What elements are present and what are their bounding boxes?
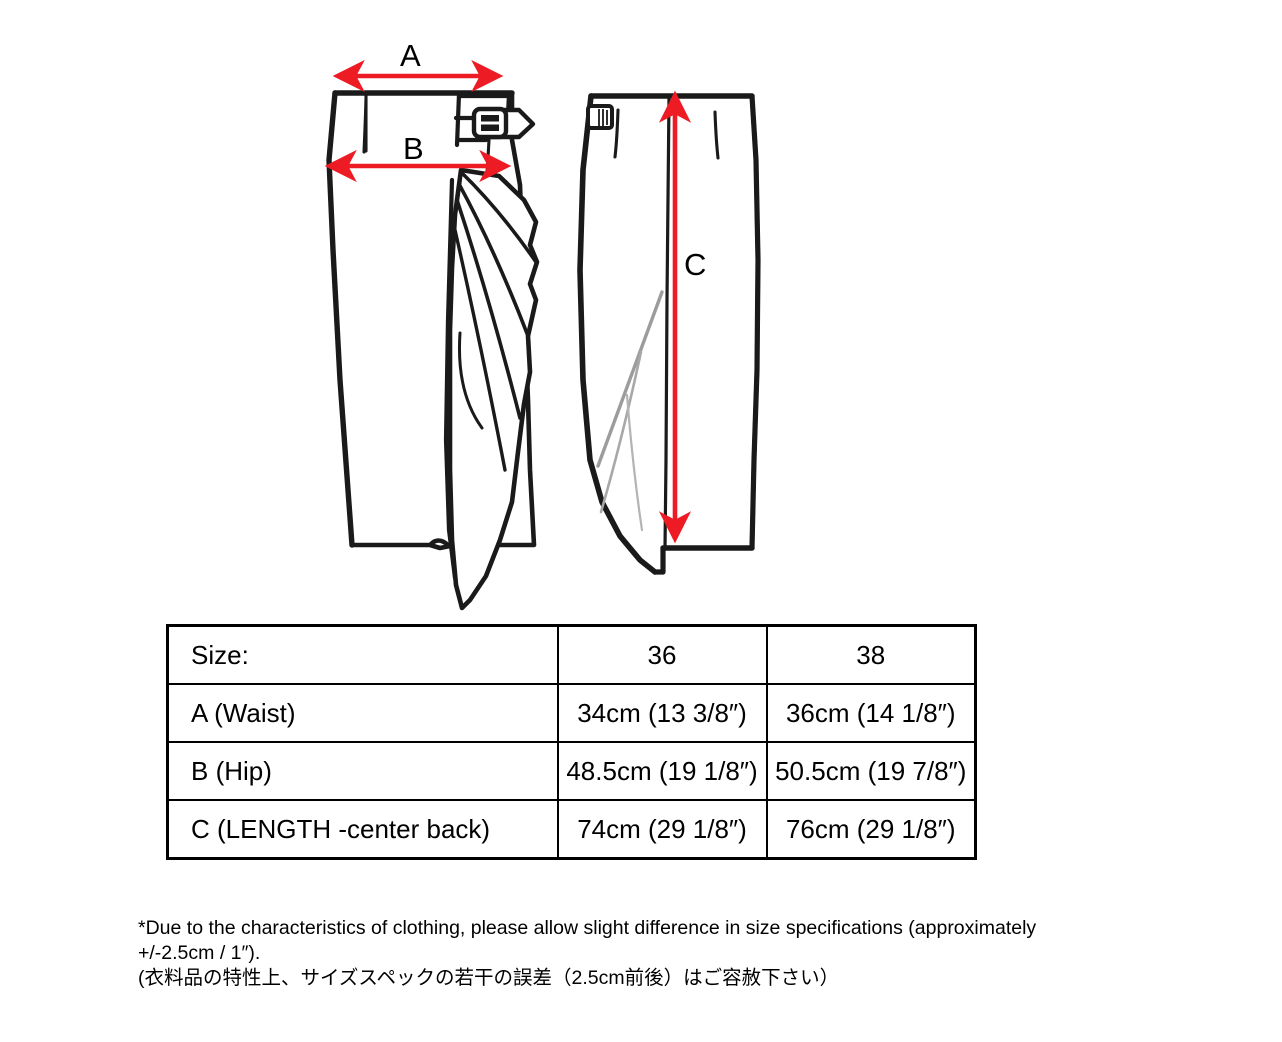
cell-waist-36: 34cm (13 3/8″)	[556, 683, 768, 743]
back-drape-shade-2	[599, 350, 643, 514]
skirt-technical-drawing	[324, 59, 761, 611]
row-label-hip: B (Hip)	[166, 741, 559, 801]
footnote-line-3: (衣料品の特性上、サイズスペックの若干の誤差（2.5cm前後）はご容赦下さい）	[138, 967, 840, 989]
header-size-36: 36	[556, 624, 768, 685]
cell-length-36: 74cm (29 1/8″)	[556, 799, 768, 860]
header-size-38: 38	[765, 624, 977, 685]
back-view-group	[577, 93, 761, 575]
front-dart-left	[362, 98, 368, 154]
back-label-tab	[586, 104, 614, 130]
front-drape-fold-2	[457, 182, 530, 338]
header-size-label: Size:	[166, 624, 559, 685]
back-hem-step	[652, 545, 666, 575]
back-left-contour	[577, 93, 658, 575]
row-label-length: C (LENGTH -center back)	[166, 799, 559, 860]
technical-sketch-area: A B C	[324, 38, 761, 611]
row-label-waist: A (Waist)	[166, 683, 559, 743]
back-drape-shade-1	[596, 290, 664, 468]
table-header-row: Size: 36 38	[166, 624, 977, 685]
front-inner-crease	[458, 331, 484, 430]
dimension-label-b: B	[403, 131, 424, 166]
back-right-contour	[749, 93, 761, 551]
front-drape-fold-3	[455, 198, 522, 420]
dimension-label-a: A	[400, 38, 421, 73]
front-belt-loop-left	[454, 91, 462, 148]
table-row: B (Hip) 48.5cm (19 1/8″) 50.5cm (19 7/8″…	[166, 741, 977, 801]
table-row: A (Waist) 34cm (13 3/8″) 36cm (14 1/8″)	[166, 683, 977, 743]
cell-hip-38: 50.5cm (19 7/8″)	[765, 741, 977, 801]
front-view-group	[326, 90, 540, 611]
front-drape-fold-4	[453, 228, 507, 472]
back-drape-shade-3	[625, 393, 644, 532]
back-label-lines	[598, 109, 608, 126]
cell-waist-38: 36cm (14 1/8″)	[765, 683, 977, 743]
footnote-line-2: +/-2.5cm / 1″).	[138, 942, 261, 964]
table-row: C (LENGTH -center back) 74cm (29 1/8″) 7…	[166, 799, 977, 860]
front-drape-inner-edge	[443, 177, 458, 581]
size-specification-table: Size: 36 38 A (Waist) 34cm (13 3/8″) 36c…	[166, 624, 977, 860]
front-hem-notch	[427, 538, 451, 548]
size-disclaimer-note: *Due to the characteristics of clothing,…	[138, 916, 1208, 991]
cell-hip-36: 48.5cm (19 1/8″)	[556, 741, 768, 801]
dimension-label-c: C	[684, 247, 707, 282]
cell-length-38: 76cm (29 1/8″)	[765, 799, 977, 860]
back-dart-left	[613, 108, 620, 159]
back-dart-right	[713, 110, 720, 160]
front-drape-panel	[447, 167, 540, 611]
size-table-container: Size: 36 38 A (Waist) 34cm (13 3/8″) 36c…	[166, 624, 977, 860]
front-left-side-seam	[326, 90, 355, 548]
footnote-line-1: *Due to the characteristics of clothing,…	[138, 917, 1037, 939]
